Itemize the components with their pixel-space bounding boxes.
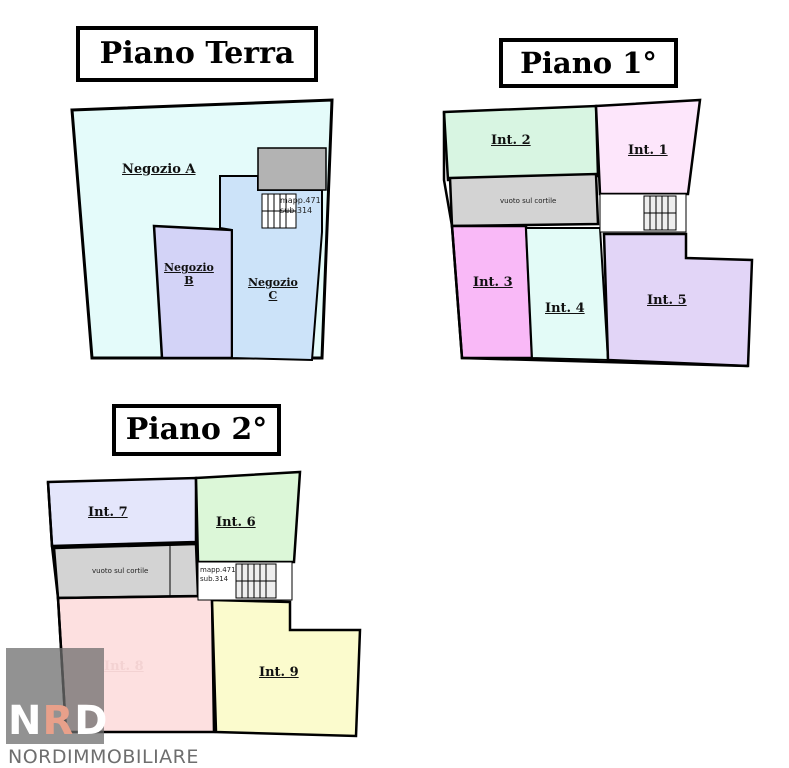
- stair-steps-2: [197, 561, 293, 601]
- nordimmobiliare-logo: NRD NORDIMMOBILIARE: [4, 646, 214, 768]
- logo-mark: NRD: [8, 698, 109, 744]
- room-int-4: [524, 227, 610, 362]
- room-int-6: [194, 470, 302, 564]
- title-piano-1: Piano 1°: [499, 38, 678, 88]
- title-piano-2: Piano 2°: [112, 404, 281, 456]
- label-int-7: Int. 7: [88, 505, 128, 520]
- label-stair-ref-second: mapp.471 sub.314: [200, 566, 236, 583]
- first-floor-plan: [442, 98, 754, 368]
- first-floor-outline: [442, 112, 749, 368]
- logo-mark-n: N: [8, 698, 43, 744]
- ground-floor-plan: [70, 98, 334, 362]
- logo-square: [6, 648, 104, 744]
- room-negozio-b: [152, 224, 234, 360]
- label-courtyard-2: vuoto sul cortile: [92, 567, 149, 575]
- label-int-2: Int. 2: [491, 133, 531, 148]
- label-int-6: Int. 6: [216, 515, 256, 530]
- stair-steps: [261, 193, 297, 229]
- logo-name: NORDIMMOBILIARE: [8, 746, 199, 768]
- room-int-5: [602, 232, 754, 368]
- room-int-1: [594, 98, 702, 196]
- courtyard-1: [448, 172, 600, 228]
- label-stair-ref-ground: mapp.471 sub.314: [280, 196, 321, 215]
- label-negozio-a: Negozio A: [122, 162, 196, 177]
- label-courtyard-1: vuoto sul cortile: [500, 197, 557, 205]
- label-negozio-c: Negozio C: [248, 276, 298, 302]
- second-floor-plan: [46, 470, 362, 738]
- logo-mark-r: R: [42, 698, 75, 744]
- room-int-3: [450, 224, 534, 360]
- label-int-5: Int. 5: [647, 293, 687, 308]
- logo-mark-d: D: [74, 698, 109, 744]
- label-int-9: Int. 9: [259, 665, 299, 680]
- label-int-8: Int. 8: [104, 659, 144, 674]
- label-int-3: Int. 3: [473, 275, 513, 290]
- stair-steps-1: [599, 193, 687, 233]
- title-piano-terra: Piano Terra: [76, 26, 318, 82]
- label-int-1: Int. 1: [628, 143, 668, 158]
- label-negozio-b: Negozio B: [164, 261, 214, 287]
- room-int-9: [210, 598, 362, 738]
- label-int-4: Int. 4: [545, 301, 585, 316]
- stair-box: [257, 147, 327, 191]
